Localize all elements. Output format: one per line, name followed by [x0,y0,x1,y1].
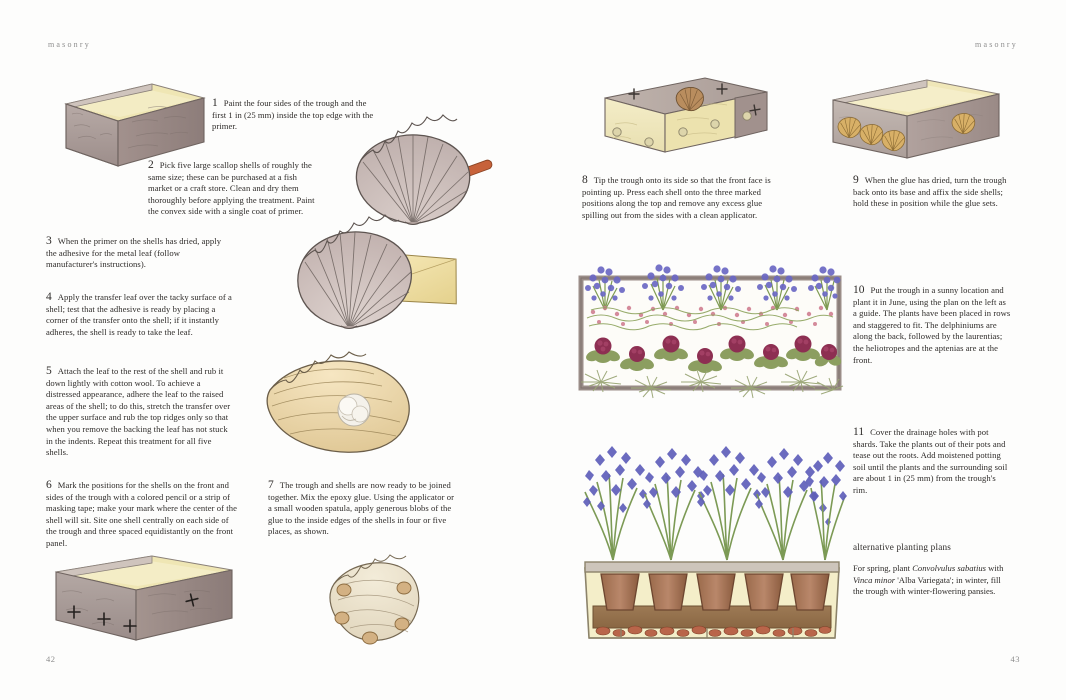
step-11-number: 11 [853,426,865,438]
step-7-text: The trough and shells are now ready to b… [268,480,455,537]
step-2-number: 2 [148,159,154,171]
step-2-text: Pick five large scallop shells of roughl… [148,160,315,217]
folio-left: 42 [46,654,56,664]
alternative-planting-plans-body: For spring, plant Convolvulus sabatius w… [853,563,1013,598]
shell-with-transfer-leaf-illustration [285,214,490,338]
right-page: masonry [533,0,1066,700]
step-4-text: Apply the transfer leaf over the tacky s… [46,292,232,337]
alt-species-2: Vinca minor [853,574,896,585]
step-9-number: 9 [853,174,859,186]
step-5-number: 5 [46,365,52,377]
planting-plan-top-view-illustration [575,246,845,406]
finished-trough-with-shells-illustration [823,72,1008,167]
running-head-right: masonry [975,40,1018,49]
planted-trough-cross-section-illustration [577,432,847,652]
primed-stone-trough-illustration [44,78,214,173]
step-9-text: When the glue has dried, turn the trough… [853,175,1007,209]
step-6-number: 6 [46,479,52,491]
step-8-text: Tip the trough onto its side so that the… [582,175,771,220]
running-head-left: masonry [48,40,91,49]
gilded-shell-with-cotton-wool-illustration [250,351,450,462]
step-10-text: Put the trough in a sunny location and p… [853,285,1011,365]
trough-with-pencil-marks-illustration [44,548,244,653]
alt-text-mid: with [985,563,1004,573]
step-8-number: 8 [582,174,588,186]
alt-text-before-1: For spring, plant [853,563,913,573]
alt-text-after: 'Alba Variegata'; in winter, fill the tr… [853,574,1001,597]
step-3-number: 3 [46,235,52,247]
scallop-shell-with-brush-illustration [335,114,500,232]
step-1-text: Paint the four sides of the trough and t… [212,98,374,132]
step-11-text: Cover the drainage holes with pot shards… [853,427,1008,495]
step-1-number: 1 [212,97,218,109]
shell-with-glue-blobs-illustration [320,554,430,651]
left-page: masonry [44,40,500,664]
alternative-planting-plans-heading: alternative planting plans [853,542,952,552]
step-7-number: 7 [268,479,274,491]
alt-species-1: Convolvulus sabatius [912,563,986,573]
step-4-number: 4 [46,291,52,303]
step-6-text: Mark the positions for the shells on the… [46,480,237,548]
step-5-text: Attach the leaf to the rest of the shell… [46,366,231,458]
folio-right: 43 [1010,654,1020,664]
step-3-text: When the primer on the shells has dried,… [46,236,222,270]
trough-on-side-with-shells-illustration [595,72,775,162]
step-10-number: 10 [853,284,865,296]
